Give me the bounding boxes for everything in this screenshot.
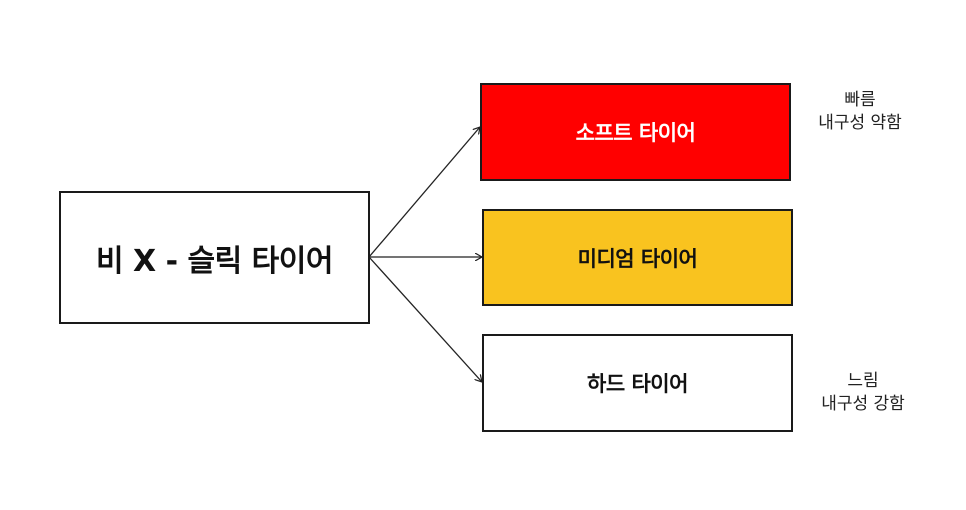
- hard-note-line1: 느림: [847, 371, 879, 391]
- hard-tire-label: 하드 타이어: [587, 372, 688, 396]
- soft-note-line1: 빠름: [844, 90, 876, 110]
- soft-tire-label: 소프트 타이어: [575, 121, 696, 145]
- arrow-to-hard: [368, 256, 482, 382]
- medium-tire-label: 미디엄 타이어: [577, 246, 698, 271]
- hard-note-line2: 내구성 강함: [821, 394, 905, 414]
- hard-tire-note: 느림 내구성 강함: [803, 370, 923, 416]
- root-node-non-slick-tire: 비 X - 슬릭 타이어: [59, 191, 370, 324]
- soft-note-line2: 내구성 약함: [818, 113, 902, 133]
- soft-tire-note: 빠름 내구성 약함: [800, 89, 920, 135]
- node-medium-tire: 미디엄 타이어: [482, 209, 793, 306]
- node-hard-tire: 하드 타이어: [482, 334, 793, 432]
- node-soft-tire: 소프트 타이어: [480, 83, 791, 181]
- root-node-label: 비 X - 슬릭 타이어: [96, 243, 333, 279]
- arrow-to-soft: [368, 127, 480, 258]
